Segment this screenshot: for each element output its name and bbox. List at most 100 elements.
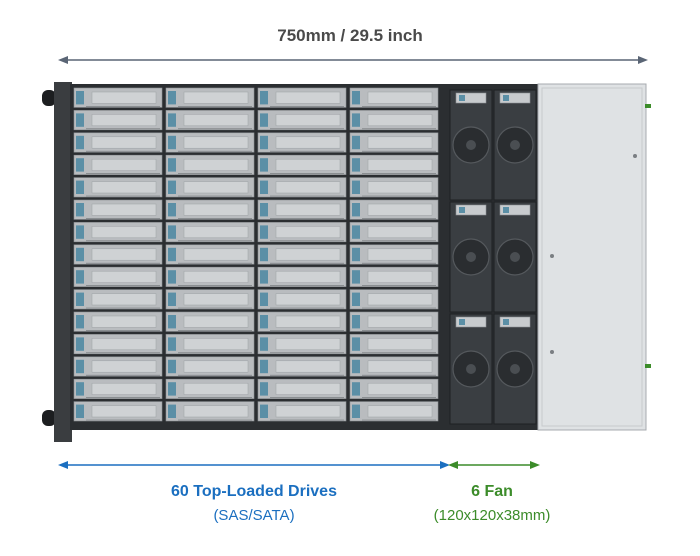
drive-tray [165,244,255,265]
drive-tray [349,87,439,108]
drive-bays [73,87,439,422]
drive-latch [76,225,84,239]
drive-tray [73,177,163,198]
drive-tray [73,311,163,332]
drive-tray [73,334,163,355]
drive-tray [73,401,163,422]
drive-tray [257,222,347,243]
drive-latch [260,315,268,329]
drive-tray [349,334,439,355]
drive-tray [257,378,347,399]
fans-title: 6 Fan [471,483,513,500]
drive-latch [260,359,268,374]
drive-latch [352,292,360,306]
drive-tray [349,154,439,175]
drive-latch [352,270,360,284]
drive-tray [73,199,163,220]
drive-tray [257,199,347,220]
drive-tray [257,244,347,265]
drive-latch [76,337,84,351]
drive-tray [257,266,347,287]
fan-module [493,89,537,201]
dimension-label: 750mm / 29.5 inch [277,26,423,45]
drive-tray [165,110,255,131]
drive-tray [165,87,255,108]
drive-tray [257,110,347,131]
drive-latch [352,91,360,105]
drive-latch [260,180,268,194]
drive-tray [73,154,163,175]
fans-caption: 6 Fan (120x120x38mm) [428,482,556,526]
drive-latch [168,359,176,374]
drive-tray [349,199,439,220]
drive-latch [168,91,176,105]
drive-tray [257,311,347,332]
drive-tray [165,334,255,355]
drive-latch [168,135,176,150]
drive-tray [165,289,255,310]
drive-latch [168,270,176,284]
drive-latch [168,337,176,351]
drive-latch [352,158,360,172]
drive-tray [73,110,163,131]
drive-latch [352,180,360,194]
drive-latch [76,135,84,150]
drive-latch [76,382,84,396]
fan-module [493,313,537,425]
drive-latch [76,203,84,217]
drive-latch [352,382,360,396]
drive-latch [76,292,84,306]
fans-subtitle: (120x120x38mm) [433,507,551,524]
dimension-arrow [58,56,648,64]
drive-tray [257,154,347,175]
drive-latch [76,158,84,172]
drive-tray [165,132,255,153]
drive-tray [257,87,347,108]
drive-tray [349,110,439,131]
drive-tray [257,177,347,198]
drive-tray [165,154,255,175]
drive-latch [168,315,176,329]
chassis-lid [537,83,647,431]
drive-tray [73,356,163,377]
drive-latch [352,225,360,239]
drive-latch [168,180,176,194]
drive-latch [352,359,360,374]
drive-tray [349,378,439,399]
drive-tray [257,334,347,355]
drives-caption: 60 Top-Loaded Drives (SAS/SATA) [60,482,448,526]
drive-tray [349,311,439,332]
drive-latch [352,203,360,217]
drive-tray [257,401,347,422]
drive-tray [73,289,163,310]
fan-module [449,201,493,313]
drive-latch [168,247,176,262]
drive-tray [349,222,439,243]
drive-latch [260,337,268,351]
drive-tray [73,266,163,287]
drive-tray [165,177,255,198]
drive-latch [76,315,84,329]
drive-latch [168,203,176,217]
drive-latch [168,382,176,396]
drive-latch [76,247,84,262]
drive-tray [349,266,439,287]
drive-latch [260,225,268,239]
drives-span-arrow [58,461,450,469]
drive-latch [260,113,268,127]
drive-tray [165,356,255,377]
fan-bays [449,89,537,425]
drive-latch [260,270,268,284]
drives-title: 60 Top-Loaded Drives [171,483,337,500]
drive-latch [352,113,360,127]
drive-latch [168,404,176,418]
drive-latch [260,382,268,396]
drive-latch [260,203,268,217]
drive-tray [349,289,439,310]
drive-latch [76,113,84,127]
left-rack-ear [42,90,56,106]
drive-latch [260,91,268,105]
drive-tray [165,266,255,287]
drive-tray [165,311,255,332]
drives-subtitle: (SAS/SATA) [213,507,295,524]
